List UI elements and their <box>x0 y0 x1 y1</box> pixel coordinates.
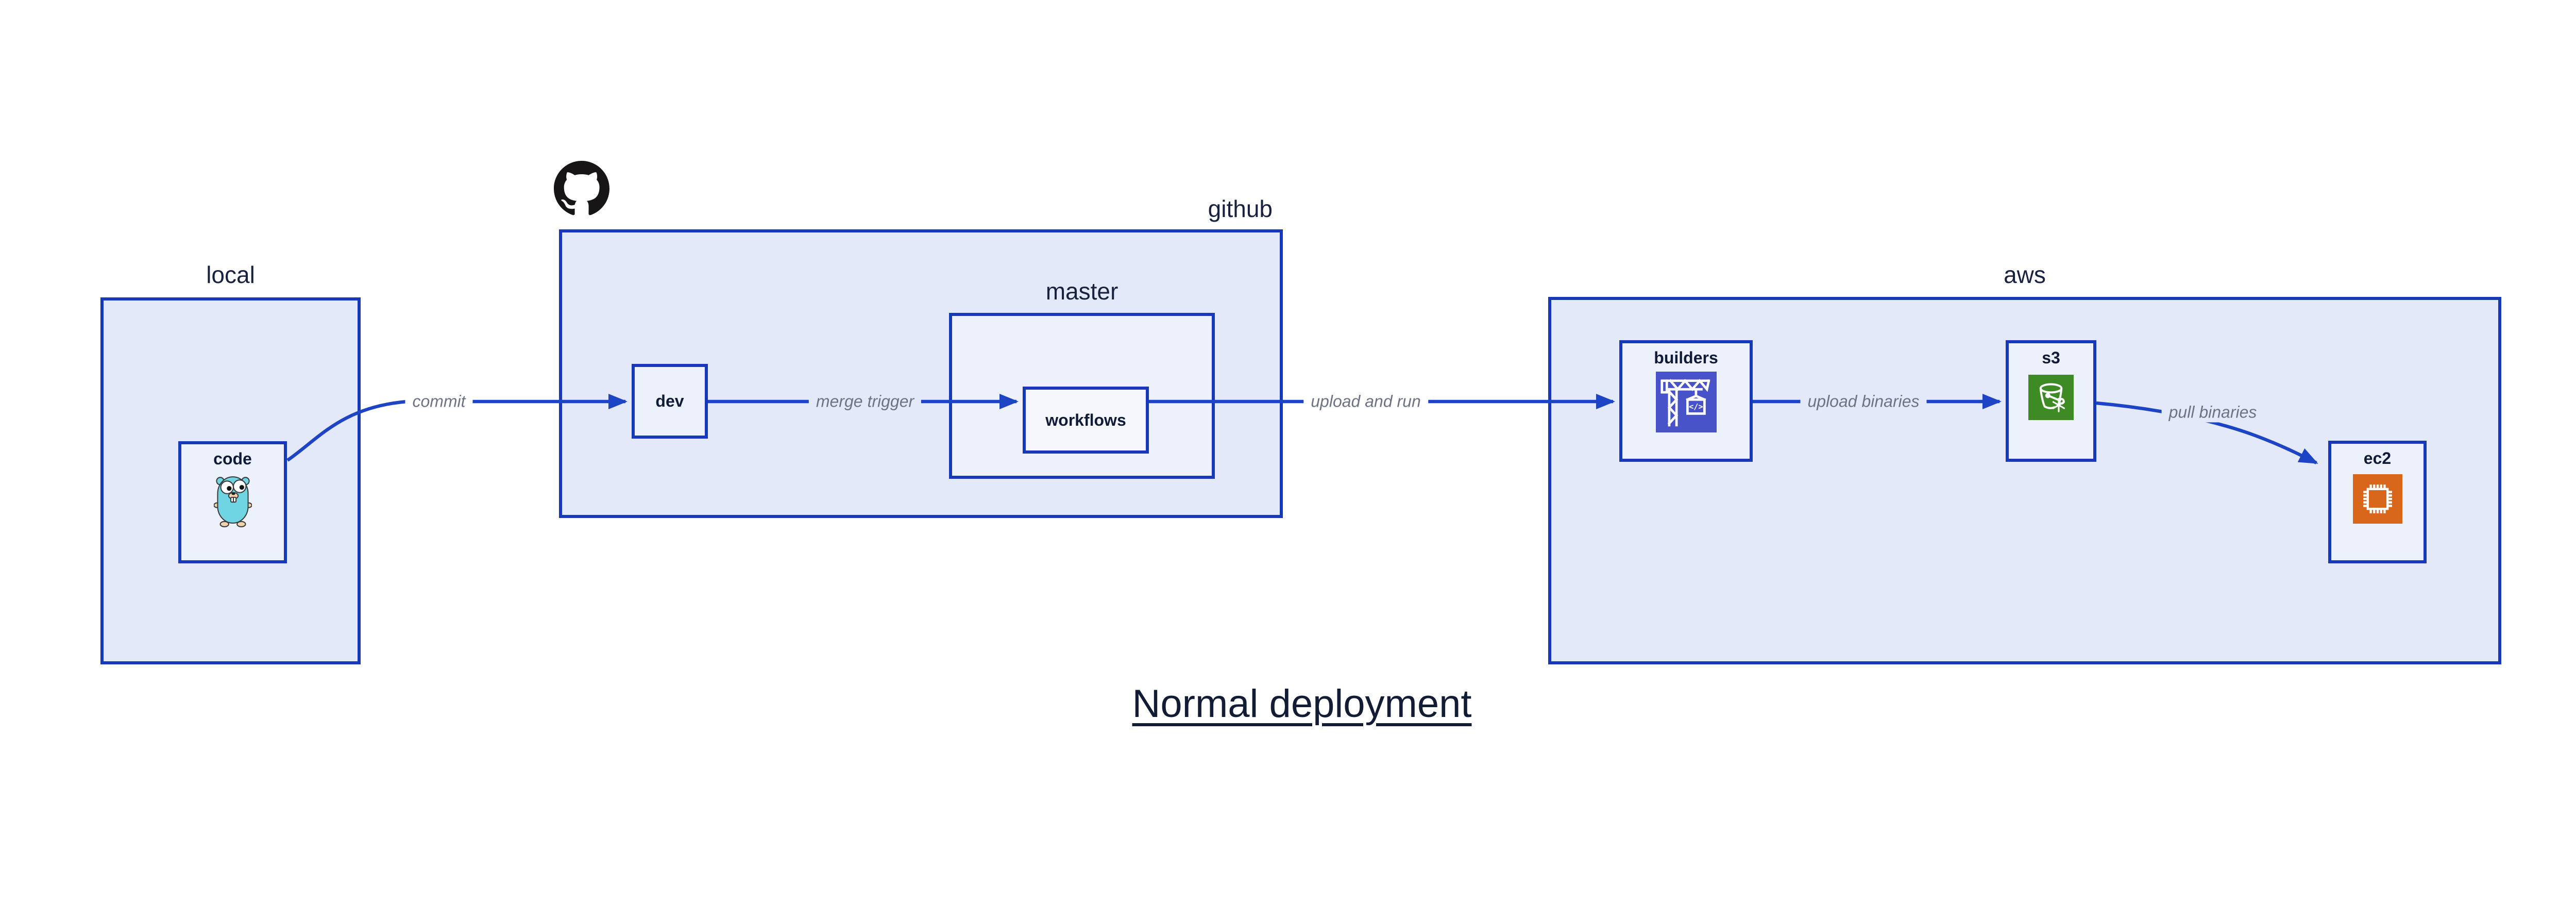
edge-merge-trigger-label: merge trigger <box>808 391 922 412</box>
container-aws-label: aws <box>2004 261 2046 288</box>
node-workflows: workflows <box>1023 387 1149 454</box>
s3-glacier-bucket-icon <box>2028 375 2074 420</box>
edge-commit <box>286 394 628 462</box>
github-octocat-icon <box>554 161 609 215</box>
node-builders-label: builders <box>1654 348 1718 367</box>
node-code: code <box>178 441 287 563</box>
node-builders: builders </> <box>1619 340 1753 462</box>
node-s3: s3 <box>2006 340 2096 462</box>
diagram-title: Normal deployment <box>1132 682 1472 726</box>
node-dev: dev <box>632 364 708 439</box>
node-ec2: ec2 <box>2328 441 2427 563</box>
node-s3-label: s3 <box>2042 348 2060 367</box>
ec2-chip-icon <box>2352 474 2402 524</box>
container-github-label: github <box>1208 195 1273 222</box>
edge-pull-binaries <box>2096 401 2318 464</box>
codebuild-crane-icon: </> <box>1655 372 1717 432</box>
node-ec2-label: ec2 <box>2363 449 2392 467</box>
edge-upload-binaries-label: upload binaries <box>1800 391 1927 412</box>
node-code-label: code <box>213 449 252 468</box>
edge-pull-binaries-label: pull binaries <box>2161 402 2264 423</box>
container-local-label: local <box>206 261 255 288</box>
edge-upload-and-run-label: upload and run <box>1303 391 1428 412</box>
node-workflows-label: workflows <box>1045 410 1126 429</box>
node-dev-label: dev <box>655 392 684 410</box>
container-master-label: master <box>1045 278 1118 305</box>
builders-icon-glyph: </> <box>1689 402 1703 411</box>
go-gopher-icon <box>213 476 252 527</box>
edge-commit-label: commit <box>405 391 473 412</box>
